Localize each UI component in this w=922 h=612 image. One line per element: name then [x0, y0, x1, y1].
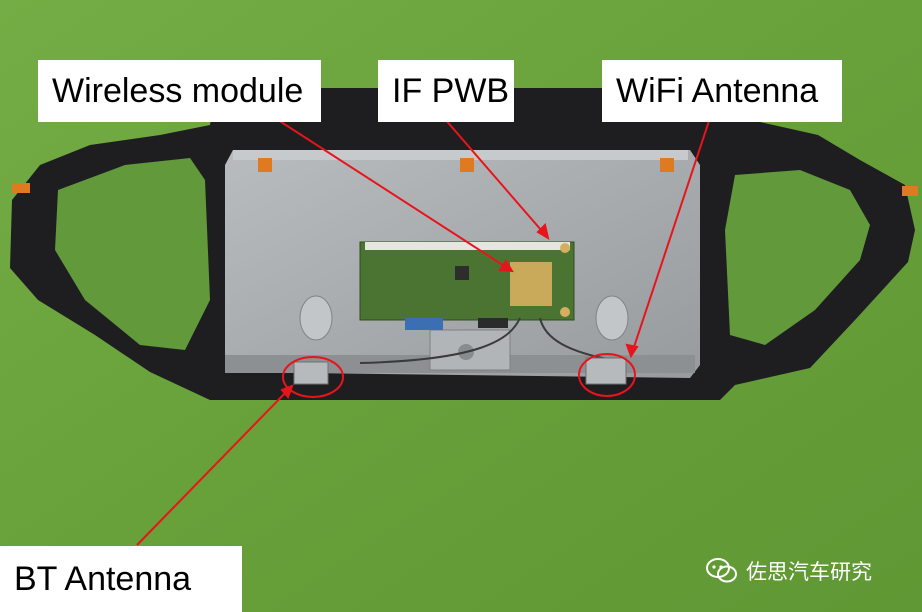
bt-antenna-part: [293, 361, 329, 385]
watermark-text: 佐思汽车研究: [746, 560, 872, 584]
if-pwb-arrow: [443, 117, 549, 239]
wifi-antenna-label: WiFi Antenna: [602, 60, 842, 122]
wireless-module-label: Wireless module: [38, 60, 321, 122]
bt-antenna-circle: [282, 356, 344, 398]
watermark: 佐思汽车研究: [706, 553, 916, 589]
bt-antenna-arrow: [136, 385, 293, 546]
wifi-antenna-arrow: [630, 117, 711, 357]
wifi-antenna-circle: [578, 353, 636, 397]
wireless-module-arrow: [277, 119, 513, 272]
wifi-antenna-part: [585, 357, 627, 385]
bt-antenna-label: BT Antenna: [0, 546, 242, 612]
wechat-icon: [706, 558, 737, 583]
if-pwb-label: IF PWB: [378, 60, 514, 122]
